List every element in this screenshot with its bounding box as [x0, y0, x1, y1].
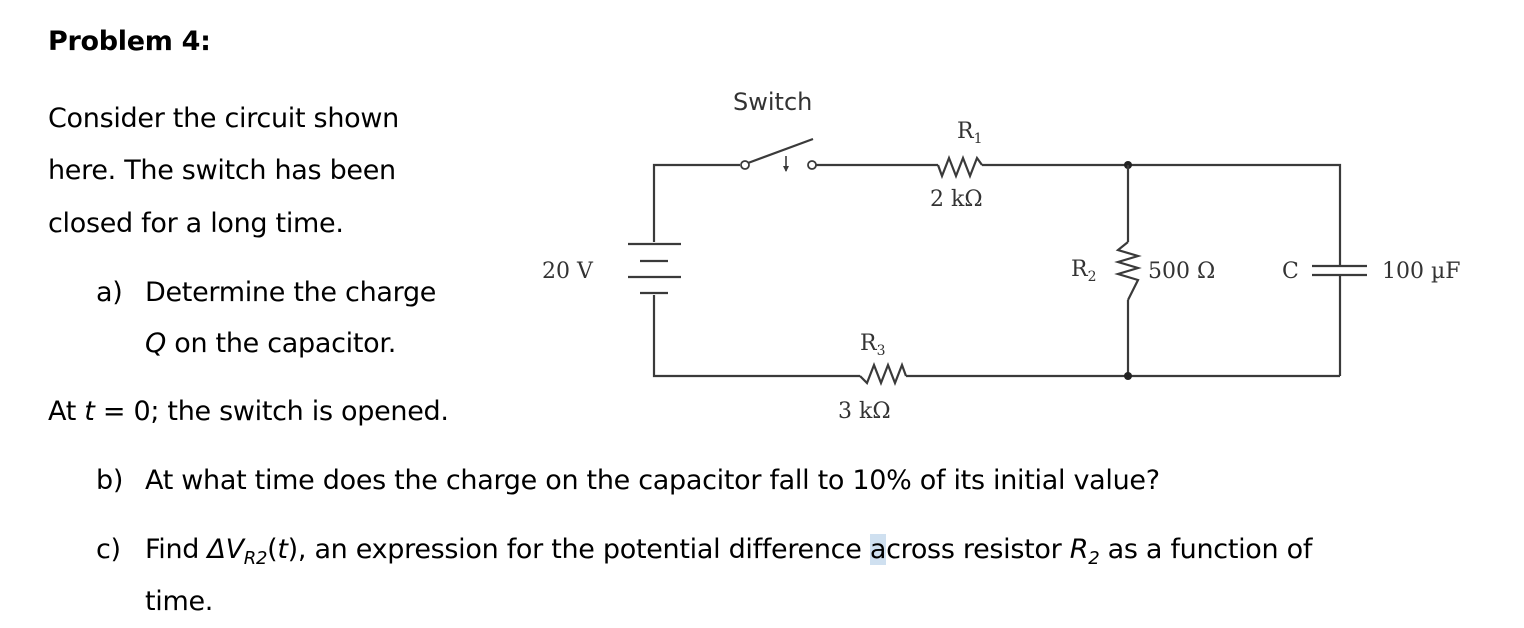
text-cursor-highlight: a — [869, 534, 887, 565]
wire-left-top — [652, 163, 740, 242]
intro-line-3: closed for a long time. — [48, 208, 344, 239]
r2-subscript: 2 — [1088, 548, 1100, 569]
intro-line-1: Consider the circuit shown — [48, 103, 399, 134]
r3-value: 3 kΩ — [838, 399, 891, 424]
paren-open: ( — [267, 534, 278, 565]
t0-rest: = 0; the switch is opened. — [94, 396, 449, 427]
resistor-r2-icon — [1114, 241, 1142, 301]
part-a-line-1: Determine the charge — [145, 277, 437, 308]
intro-line-2: here. The switch has been — [48, 155, 396, 186]
charge-variable: Q — [145, 328, 166, 359]
r1-value: 2 kΩ — [930, 187, 983, 212]
capacitor-value: 100 µF — [1382, 259, 1461, 284]
switch-icon — [740, 137, 817, 172]
delta-v-symbol: ΔV — [207, 534, 244, 565]
r2-symbol: R — [1069, 534, 1089, 565]
part-c-text-2: cross resistor — [886, 534, 1070, 565]
r2-value: 500 Ω — [1148, 259, 1215, 284]
resistor-r1-icon — [936, 154, 983, 180]
problem-title: Problem 4: — [48, 26, 211, 57]
time-variable: t — [84, 396, 95, 427]
wire-bottom-left — [652, 295, 860, 378]
battery-icon — [628, 242, 681, 295]
part-a-line-2: Q on the capacitor. — [145, 330, 396, 357]
battery-voltage: 20 V — [542, 259, 594, 284]
part-c-text-3: as a function of — [1099, 534, 1313, 565]
part-c-label: c) — [96, 534, 121, 565]
t0-statement: At t = 0; the switch is opened. — [48, 398, 449, 425]
part-c-find: Find — [145, 534, 208, 565]
t0-prefix: At — [48, 396, 85, 427]
capacitor-label: C — [1282, 259, 1299, 284]
r2-label: R2 — [1071, 257, 1097, 285]
resistor-r3-icon — [859, 361, 908, 387]
part-c-line-2: time. — [145, 586, 214, 617]
switch-label: Switch — [733, 88, 812, 116]
r3-label: R3 — [860, 331, 886, 359]
part-b-label: b) — [96, 465, 124, 496]
part-b-text: At what time does the charge on the capa… — [145, 465, 1160, 496]
delta-v-subscript: R2 — [243, 548, 268, 569]
part-c-line-1: Find ΔVR2(t), an expression for the pote… — [145, 534, 1313, 568]
part-a-label: a) — [96, 277, 123, 308]
wire-top-right — [982, 163, 1342, 266]
part-c-text-1: ), an expression for the potential diffe… — [287, 534, 870, 565]
r1-label: R1 — [957, 119, 983, 147]
capacitor-icon — [1312, 264, 1367, 277]
junction-bottom — [1124, 372, 1132, 380]
time-arg: t — [277, 534, 288, 565]
part-a-line-2-text: on the capacitor. — [165, 328, 396, 359]
